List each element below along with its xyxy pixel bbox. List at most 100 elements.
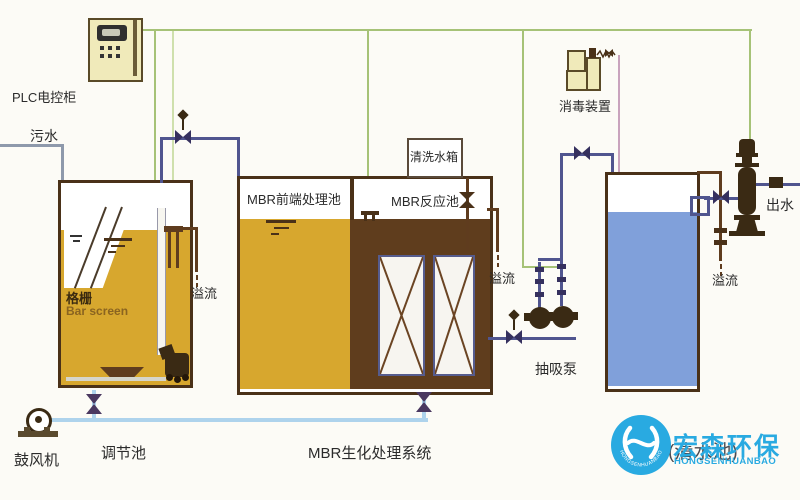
suction-pump-wing	[572, 312, 578, 320]
mbr-system-label: MBR生化处理系统	[308, 445, 432, 462]
plc-button	[108, 46, 112, 50]
overflow-outlet-h	[183, 227, 198, 230]
delivery-valve-icon	[574, 146, 590, 160]
pipe-union	[557, 290, 566, 295]
level-float-leg	[372, 215, 375, 221]
wire-to-suction-pumps	[522, 31, 524, 268]
wire-to-effluent-pump	[749, 31, 751, 139]
plc-button	[100, 46, 104, 50]
membrane-module	[378, 255, 425, 376]
dosing-pump-icon	[605, 49, 613, 57]
wash-valve-icon	[459, 192, 475, 208]
logo-name-cn: 宏森环保	[673, 433, 782, 461]
mbr-reactor-label: MBR反应池	[391, 194, 459, 209]
level-float-leg	[364, 215, 367, 221]
tank-floor-strip	[66, 377, 166, 381]
wire-to-level-switch	[172, 31, 174, 229]
disinfection-label: 消毒装置	[559, 99, 612, 114]
influent-label: 污水	[30, 128, 58, 144]
blower-base	[18, 431, 58, 437]
bar-screen-label-en: Bar screen	[66, 304, 129, 318]
valve-stem	[513, 320, 515, 330]
overflow-right-label: 溢流	[712, 273, 739, 288]
suction-pump-icon	[529, 307, 551, 329]
pipe-union	[557, 277, 566, 282]
regulation-tank-label: 调节池	[101, 445, 147, 462]
clear-water-tank-label: (清水池)	[668, 442, 738, 463]
wash-pipe	[466, 178, 469, 250]
surface-mark	[266, 220, 296, 223]
cw-overflow-h	[697, 171, 722, 174]
transfer-pipe-riser	[160, 137, 163, 183]
effluent-pump-flange	[734, 215, 760, 220]
pump-manifold	[538, 258, 563, 261]
suction-pump-icon	[552, 306, 574, 328]
surface-mark	[108, 251, 116, 253]
effluent-label: 出水	[766, 197, 794, 213]
plc-button	[116, 46, 120, 50]
effluent-pump-base	[736, 220, 758, 232]
cw-overflow-v	[719, 174, 722, 261]
air-valve-icon	[416, 392, 432, 412]
overflow-left-label: 溢流	[191, 286, 218, 301]
air-valve-icon	[86, 394, 102, 414]
logo-swirl-h-icon: HONGSENHUANBAO	[618, 425, 664, 469]
permeate-suction-pipe	[488, 337, 576, 340]
level-mark	[73, 240, 80, 242]
wash-water-box	[407, 138, 463, 178]
suction-valve-icon	[506, 330, 522, 344]
influent-pipe-v	[61, 144, 64, 184]
pump-wheel	[182, 374, 189, 381]
wash-tank-label: 清洗水箱	[410, 150, 459, 164]
logo-name-en: HONGSENHUANBAO	[674, 456, 777, 467]
wire-to-mbr-tank	[367, 31, 369, 212]
level-mark	[70, 235, 82, 237]
delivery-riser	[560, 155, 563, 261]
pump-wheel	[166, 374, 173, 381]
suction-pump-wing	[547, 312, 553, 320]
over-wall-suction	[690, 196, 710, 216]
valve-handle	[177, 109, 189, 121]
suction-pump-label: 抽吸泵	[535, 361, 577, 377]
pipe-union	[714, 228, 727, 233]
plc-button	[100, 54, 104, 58]
svg-text:HONGSENHUANBAO: HONGSENHUANBAO	[618, 449, 664, 468]
plc-button	[108, 54, 112, 58]
effluent-pump-icon	[738, 167, 756, 215]
effluent-pump-neck	[742, 157, 752, 163]
overflow-drip	[720, 272, 722, 276]
plc-screen-glass	[102, 29, 120, 36]
surface-mark	[104, 238, 132, 241]
mbr-overflow-h	[487, 208, 499, 211]
mbr-overflow-v	[496, 208, 499, 252]
overflow-weir-pipe	[168, 232, 171, 268]
logo-ring-text: HONGSENHUANBAO	[618, 449, 664, 468]
transfer-pipe-h	[160, 137, 240, 140]
overflow-mid-label: 溢流	[489, 271, 516, 286]
pipe-union	[535, 279, 544, 284]
chemical-bottle	[586, 57, 601, 91]
mbr-front-liquid	[240, 219, 350, 389]
air-main-pipe	[44, 418, 428, 422]
blower-leg	[44, 427, 50, 432]
surface-mark	[274, 227, 289, 229]
plc-button	[116, 54, 120, 58]
level-float-fitting	[361, 211, 379, 215]
effluent-pump-motor	[739, 139, 755, 153]
effluent-pump-flange	[735, 163, 759, 167]
surface-mark	[111, 245, 125, 247]
effluent-pump-plate	[729, 231, 765, 236]
pump2-riser	[560, 258, 563, 306]
suction-pump-wing	[524, 313, 530, 321]
membrane-cross	[435, 257, 473, 374]
tank-divider	[350, 179, 354, 220]
bar-screen-label-cn: 格栅	[66, 291, 93, 306]
lift-pump-riser	[157, 208, 166, 355]
overflow-drip	[497, 263, 499, 267]
bottle-cap	[589, 48, 596, 58]
overflow-drip	[720, 264, 722, 269]
valve-stem	[182, 119, 184, 130]
membrane-cross	[380, 257, 423, 374]
plc-label: PLC电控柜	[12, 90, 77, 105]
